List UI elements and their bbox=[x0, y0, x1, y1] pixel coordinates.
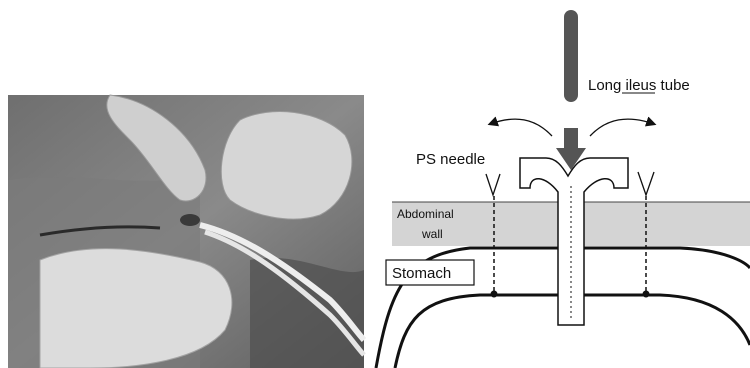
left-ps-needle-tip bbox=[486, 174, 500, 195]
left-ps-needle-anchor bbox=[491, 291, 498, 298]
long-ileus-tube bbox=[564, 10, 578, 102]
diagram: Long ileus tube Abdominal wall Stomach P… bbox=[376, 10, 750, 368]
ps-needle-label: PS needle bbox=[416, 151, 485, 168]
right-ps-needle-anchor bbox=[643, 291, 650, 298]
surgical-photo bbox=[8, 95, 364, 368]
left-curved-arrow bbox=[490, 119, 552, 136]
right-ps-needle-tip bbox=[638, 172, 654, 195]
long-ileus-tube-label: Long ileus tube bbox=[588, 77, 690, 94]
wall-label: wall bbox=[421, 227, 443, 241]
stomach-label: Stomach bbox=[392, 265, 451, 282]
abdominal-label: Abdominal bbox=[397, 207, 454, 221]
right-curved-arrow bbox=[590, 119, 654, 136]
